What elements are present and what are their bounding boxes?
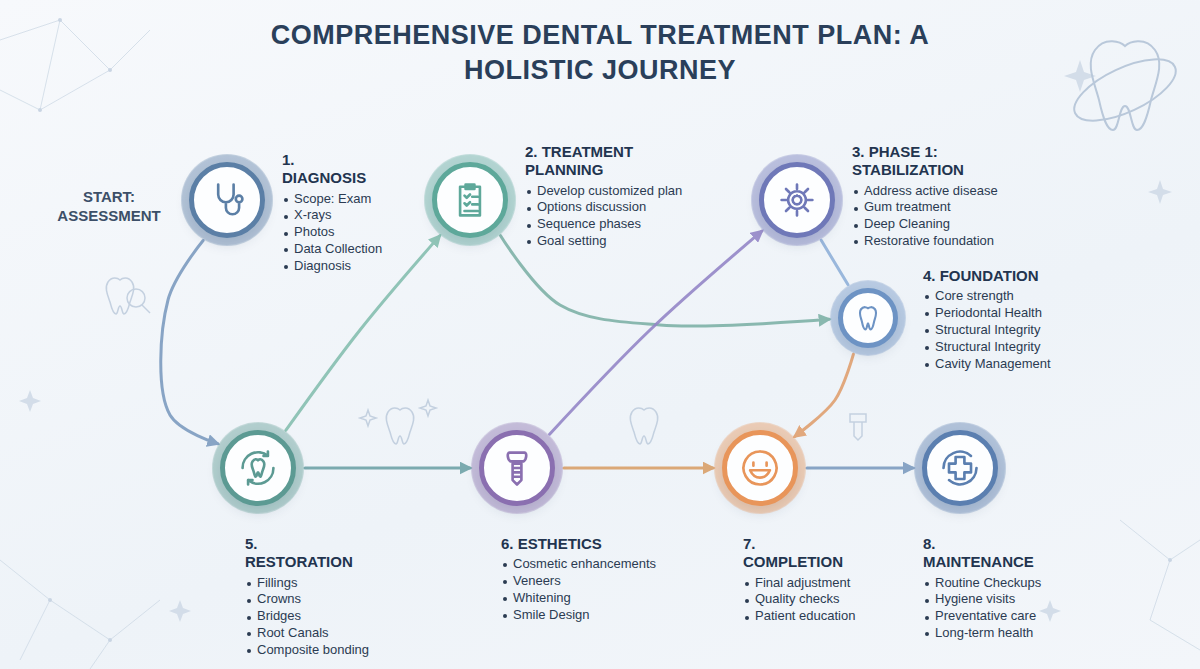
bullet-item: Structural Integrity [923, 322, 1051, 339]
step-icon [205, 178, 249, 222]
bullet-item: Whitening [501, 590, 656, 607]
bullet-item: Veneers [501, 573, 656, 590]
step-text: 8. MAINTENANCE Routine CheckupsHygiene vi… [923, 535, 1041, 642]
step-text: 4. FOUNDATION Core strengthPeriodontal He… [923, 267, 1051, 373]
diagram-title: COMPREHENSIVE DENTAL TREATMENT PLAN: A H… [271, 20, 930, 85]
step-circle: 8. MAINTENANCERoutine CheckupsHygiene vi… [922, 430, 998, 506]
step-heading: 2. TREATMENT PLANNING [525, 143, 675, 180]
step-icon [938, 446, 982, 490]
bullet-item: Develop customized plan [525, 183, 675, 200]
step-icon [775, 178, 819, 222]
bullet-item: Fillings [245, 575, 369, 592]
step-circle: 6. ESTHETICSCosmetic enhancementsVeneers… [479, 430, 555, 506]
bullet-item: Diagnosis [282, 258, 382, 275]
bullet-item: Hygiene visits [923, 591, 1041, 608]
flow-arrow [161, 240, 218, 443]
bullet-item: Root Canals [245, 625, 369, 642]
bullet-item: Gum treatment [852, 199, 1027, 216]
step-text: 3. PHASE 1: STABILIZATION Address active … [852, 143, 1027, 250]
step-icon [851, 301, 886, 336]
bullet-item: Periodontal Health [923, 305, 1051, 322]
step-text: 6. ESTHETICS Cosmetic enhancementsVeneers… [501, 535, 656, 624]
bullet-item: Composite bonding [245, 642, 369, 659]
start-label: START: ASSESSMENT [50, 188, 168, 226]
step-text: 7. COMPLETION Final adjustmentQuality che… [743, 535, 855, 625]
step-heading: 1. DIAGNOSIS [282, 151, 382, 188]
bullet-item: Quality checks [743, 591, 855, 608]
bullet-item: Deep Cleaning [852, 216, 1027, 233]
step-circle: 3. PHASE 1: STABILIZATIONAddress active … [759, 162, 835, 238]
bullet-item: Long-term health [923, 625, 1041, 642]
bullet-item: Routine Checkups [923, 575, 1041, 592]
step-icon [448, 178, 492, 222]
step-circle: 4. FOUNDATIONCore strengthPeriodontal He… [838, 288, 898, 348]
flow-arrow [564, 467, 713, 470]
bullet-item: Preventative care [923, 608, 1041, 625]
bullet-item: Photos [282, 224, 382, 241]
step-heading: 5. RESTORATION [245, 535, 369, 572]
bullet-item: Final adjustment [743, 575, 855, 592]
flow-arrow [795, 354, 854, 436]
bullet-item: Smile Design [501, 607, 656, 624]
bullet-item: Structural Integrity [923, 339, 1051, 356]
step-heading: 7. COMPLETION [743, 535, 855, 572]
step-circle: 5. RESTORATIONFillingsCrownsBridgesRoot … [220, 430, 296, 506]
flow-arrow [821, 240, 848, 284]
bullet-item: Cavity Management [923, 356, 1051, 373]
bullet-item: Core strength [923, 288, 1051, 305]
bullet-item: Crowns [245, 591, 369, 608]
step-heading: 6. ESTHETICS [501, 535, 656, 553]
bullet-item: Goal setting [525, 233, 675, 250]
step-circle: 7. COMPLETIONFinal adjustmentQuality che… [722, 430, 798, 506]
flow-arrow [501, 236, 829, 326]
step-text: 2. TREATMENT PLANNING Develop customized … [525, 143, 675, 250]
step-text: 1. DIAGNOSIS Scope: ExamX-raysPhotosData … [282, 151, 382, 275]
step-heading: 4. FOUNDATION [923, 267, 1051, 285]
step-circle: 1. DIAGNOSISScope: ExamX-raysPhotosData … [189, 162, 265, 238]
flow-arrow [807, 467, 913, 470]
flow-arrow [550, 231, 762, 434]
step-icon [738, 446, 782, 490]
bullet-item: Patient education [743, 608, 855, 625]
step-text: 5. RESTORATION FillingsCrownsBridgesRoot … [245, 535, 369, 659]
bullet-item: Address active disease [852, 183, 1027, 200]
step-circle: 2. TREATMENT PLANNINGDevelop customized … [432, 162, 508, 238]
step-heading: 8. MAINTENANCE [923, 535, 1041, 572]
bullet-item: Bridges [245, 608, 369, 625]
bullet-item: Options discussion [525, 199, 675, 216]
step-icon [495, 446, 539, 490]
bullet-item: Scope: Exam [282, 191, 382, 208]
bullet-item: Cosmetic enhancements [501, 556, 656, 573]
bullet-item: Data Collection [282, 241, 382, 258]
bullet-item: Sequence phases [525, 216, 675, 233]
title-block: COMPREHENSIVE DENTAL TREATMENT PLAN: A H… [260, 18, 940, 88]
flow-arrow [305, 467, 470, 470]
bullet-item: X-rays [282, 207, 382, 224]
step-icon [236, 446, 280, 490]
bullet-item: Restorative foundation [852, 233, 1027, 250]
step-heading: 3. PHASE 1: STABILIZATION [852, 143, 1027, 180]
